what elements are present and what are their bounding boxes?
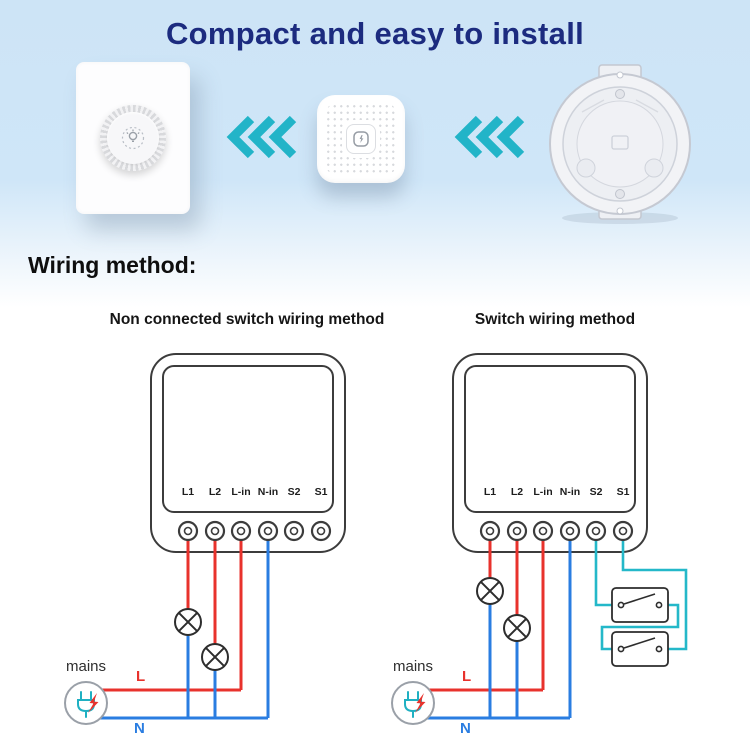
neutral-wires-left (92, 540, 270, 720)
switch-pole (655, 645, 663, 653)
tab-hole (616, 207, 624, 215)
wire-s1 (621, 540, 688, 651)
switch-lever (623, 593, 656, 605)
lamp-cross (178, 612, 198, 632)
terminal-panel-left (162, 365, 334, 513)
box-detail-lines (581, 99, 659, 113)
switch-box (611, 587, 669, 623)
junction-box-illustration (549, 64, 691, 224)
switch-pole (617, 601, 625, 609)
terminal-label: N-in (559, 486, 581, 498)
terminal-label: L1 (181, 486, 195, 498)
signal-wires-right (594, 540, 688, 651)
terminal-label: L2 (510, 486, 524, 498)
neutral-label: N (460, 720, 471, 737)
screw-boss (615, 189, 625, 199)
terminal-screws (177, 520, 634, 542)
terminal-label: L-in (231, 486, 251, 498)
dimmer-knob-face (107, 112, 159, 164)
terminal-label: L1 (483, 486, 497, 498)
arrows-left-icon (226, 115, 297, 159)
mains-label: mains (65, 658, 106, 675)
lamp-cross (507, 618, 527, 638)
terminal-screw-center (565, 526, 575, 536)
switch-box (611, 631, 669, 667)
mains-circle (391, 681, 435, 725)
terminal-label: S2 (287, 486, 301, 498)
terminal-label: L-in (533, 486, 553, 498)
chevron-icon (475, 115, 504, 159)
terminal-label: S2 (589, 486, 603, 498)
base-slot (611, 135, 629, 150)
live-label: L (136, 668, 146, 685)
switch-pole (655, 601, 663, 609)
terminal-screw-center (183, 526, 193, 536)
live-label: L (462, 668, 472, 685)
neutral-wires-right (419, 540, 572, 720)
diagram-title-left: Non connected switch wiring method (109, 311, 385, 328)
dimmer-bulb-icon (121, 126, 145, 150)
live-wires-right (419, 540, 545, 692)
mains-circle (64, 681, 108, 725)
lamp-icons (174, 577, 531, 671)
page-title: Compact and easy to install (165, 16, 585, 51)
terminal-screw-center (618, 526, 628, 536)
neutral-label: N (134, 720, 145, 737)
terminal-screw-center (538, 526, 548, 536)
knockout (576, 158, 596, 178)
bolt-icon (415, 693, 426, 713)
module-glyph-icon (353, 131, 369, 147)
arrows-right-icon (454, 115, 525, 159)
chevron-icon (226, 115, 255, 159)
switch-pole (617, 645, 625, 653)
tab-hole (616, 71, 624, 79)
terminal-screw-center (485, 526, 495, 536)
terminal-screw-center (289, 526, 299, 536)
screw-boss (615, 89, 625, 99)
wall-switch-icons (611, 587, 669, 667)
chevron-icon (247, 115, 276, 159)
diagram-title-right: Switch wiring method (474, 311, 636, 328)
module-button-icon (346, 124, 376, 154)
wire-s2 (594, 540, 612, 607)
terminal-panel-right (464, 365, 636, 513)
lamp-cross (480, 581, 500, 601)
smart-module-illustration (317, 95, 405, 183)
switch-module-right (452, 353, 648, 553)
wall-dimmer-illustration (76, 62, 190, 214)
wiring-method-heading: Wiring method: (28, 252, 197, 278)
bolt-icon (88, 693, 99, 713)
mains-plug-right (391, 681, 435, 725)
wire-traveler (600, 603, 680, 651)
lamp-cross (205, 647, 225, 667)
terminal-screw-center (236, 526, 246, 536)
dimmer-knob (100, 105, 166, 171)
terminal-screw-center (591, 526, 601, 536)
knockout (644, 158, 664, 178)
box-base (576, 100, 664, 188)
switch-lever (623, 637, 656, 649)
terminal-label: L2 (208, 486, 222, 498)
terminal-label: S1 (314, 486, 328, 498)
terminal-label: S1 (616, 486, 630, 498)
mains-label: mains (392, 658, 433, 675)
chevron-icon (268, 115, 297, 159)
terminal-screw-center (512, 526, 522, 536)
switch-module-left (150, 353, 346, 553)
terminal-screw-center (263, 526, 273, 536)
terminal-screw-center (316, 526, 326, 536)
mains-plug-left (64, 681, 108, 725)
terminal-label: N-in (257, 486, 279, 498)
terminal-screw-center (210, 526, 220, 536)
chevron-icon (496, 115, 525, 159)
chevron-icon (454, 115, 483, 159)
